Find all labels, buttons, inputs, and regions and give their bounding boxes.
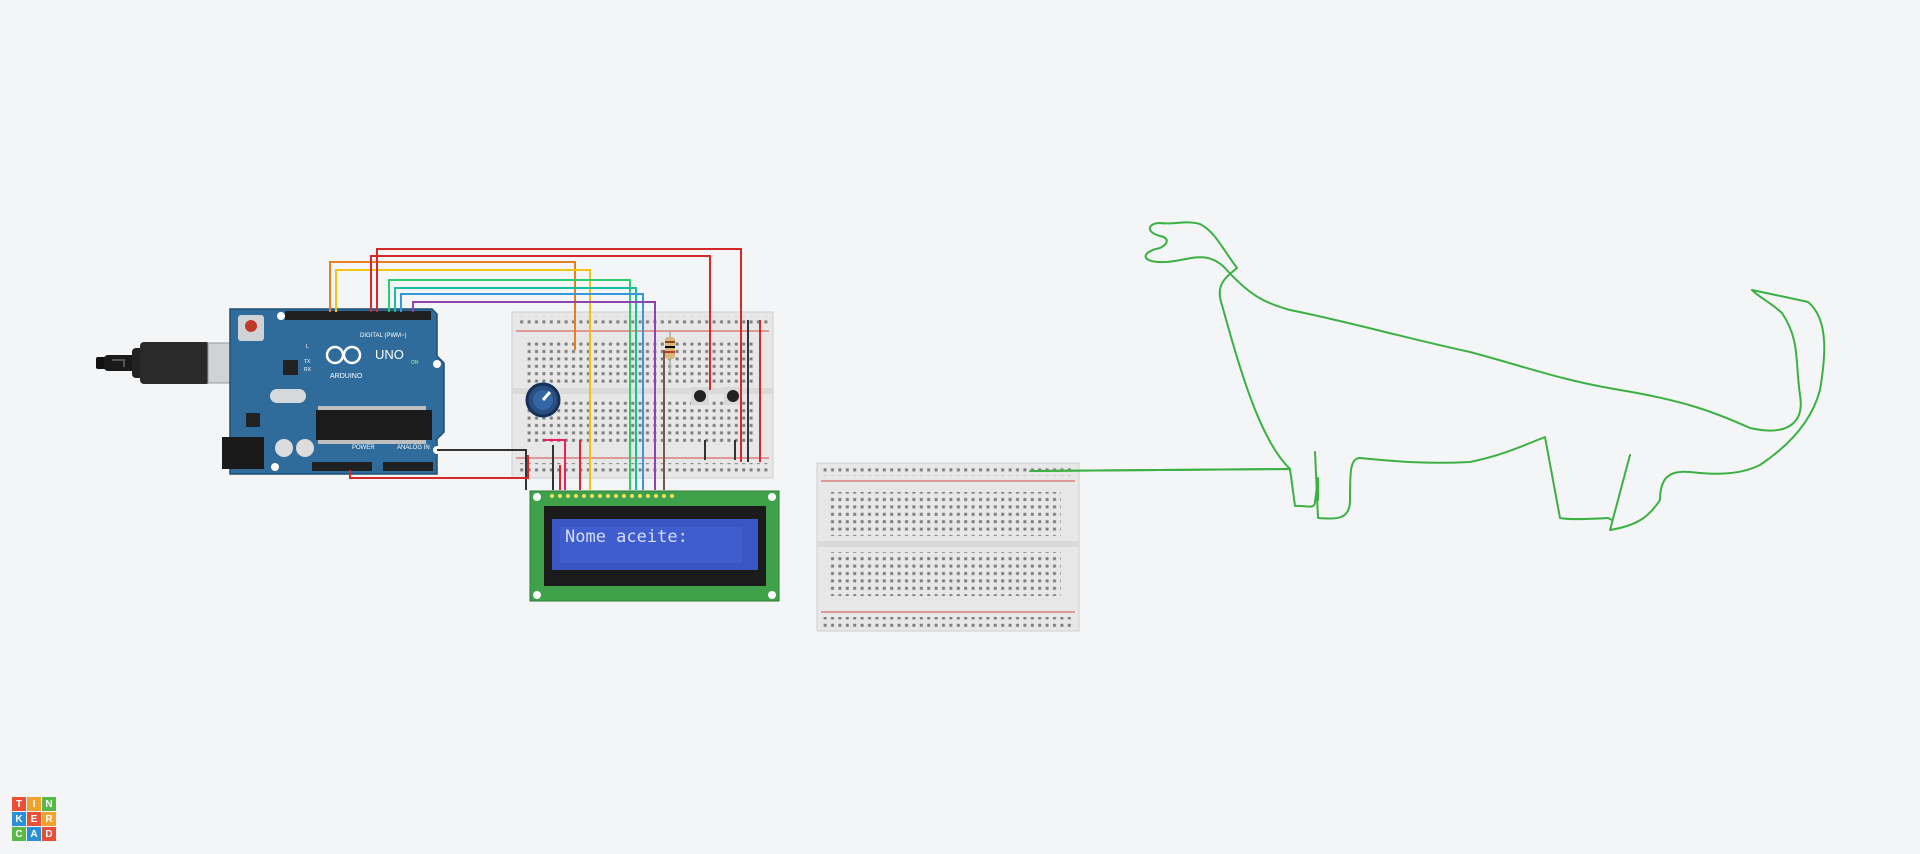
arduino-model: UNO [375, 347, 404, 362]
arduino-uno-board[interactable]: ARDUINO UNO DIGITAL (PWM~) POWER ANALOG … [222, 308, 445, 475]
logo-letter: K [12, 812, 26, 826]
potentiometer[interactable] [525, 382, 561, 418]
push-button-2[interactable] [724, 387, 742, 405]
breadboard-large[interactable] [816, 462, 1080, 632]
arduino-brand: ARDUINO [330, 373, 363, 380]
logo-letter: A [27, 827, 41, 841]
logo-letter: R [42, 812, 56, 826]
logo-letter: D [42, 827, 56, 841]
logo-letter: I [27, 797, 41, 811]
digital-label: DIGITAL (PWM~) [360, 333, 407, 339]
analog-label: ANALOG IN [397, 445, 430, 451]
on-label: ON [411, 360, 419, 366]
logo-letter: E [27, 812, 41, 826]
arduino-logo-icon [325, 345, 362, 365]
logo-letter: T [12, 797, 26, 811]
dinosaur-drawing[interactable] [1029, 221, 1826, 531]
lcd-line-1: Nome aceite: [565, 527, 688, 547]
wires[interactable] [329, 248, 761, 490]
power-jack [222, 437, 264, 469]
lcd-16x2[interactable]: Nome aceite: [529, 490, 780, 602]
push-button-1[interactable] [691, 387, 709, 405]
resistor[interactable] [665, 330, 675, 372]
logo-letter: C [12, 827, 26, 841]
connector-wire[interactable] [1030, 468, 1291, 472]
rx-label: RX [304, 367, 312, 373]
reset-button[interactable] [245, 320, 257, 332]
power-label: POWER [352, 445, 375, 451]
logo-letter: N [42, 797, 56, 811]
tx-label: TX [304, 359, 311, 365]
l-label: L [306, 344, 309, 350]
